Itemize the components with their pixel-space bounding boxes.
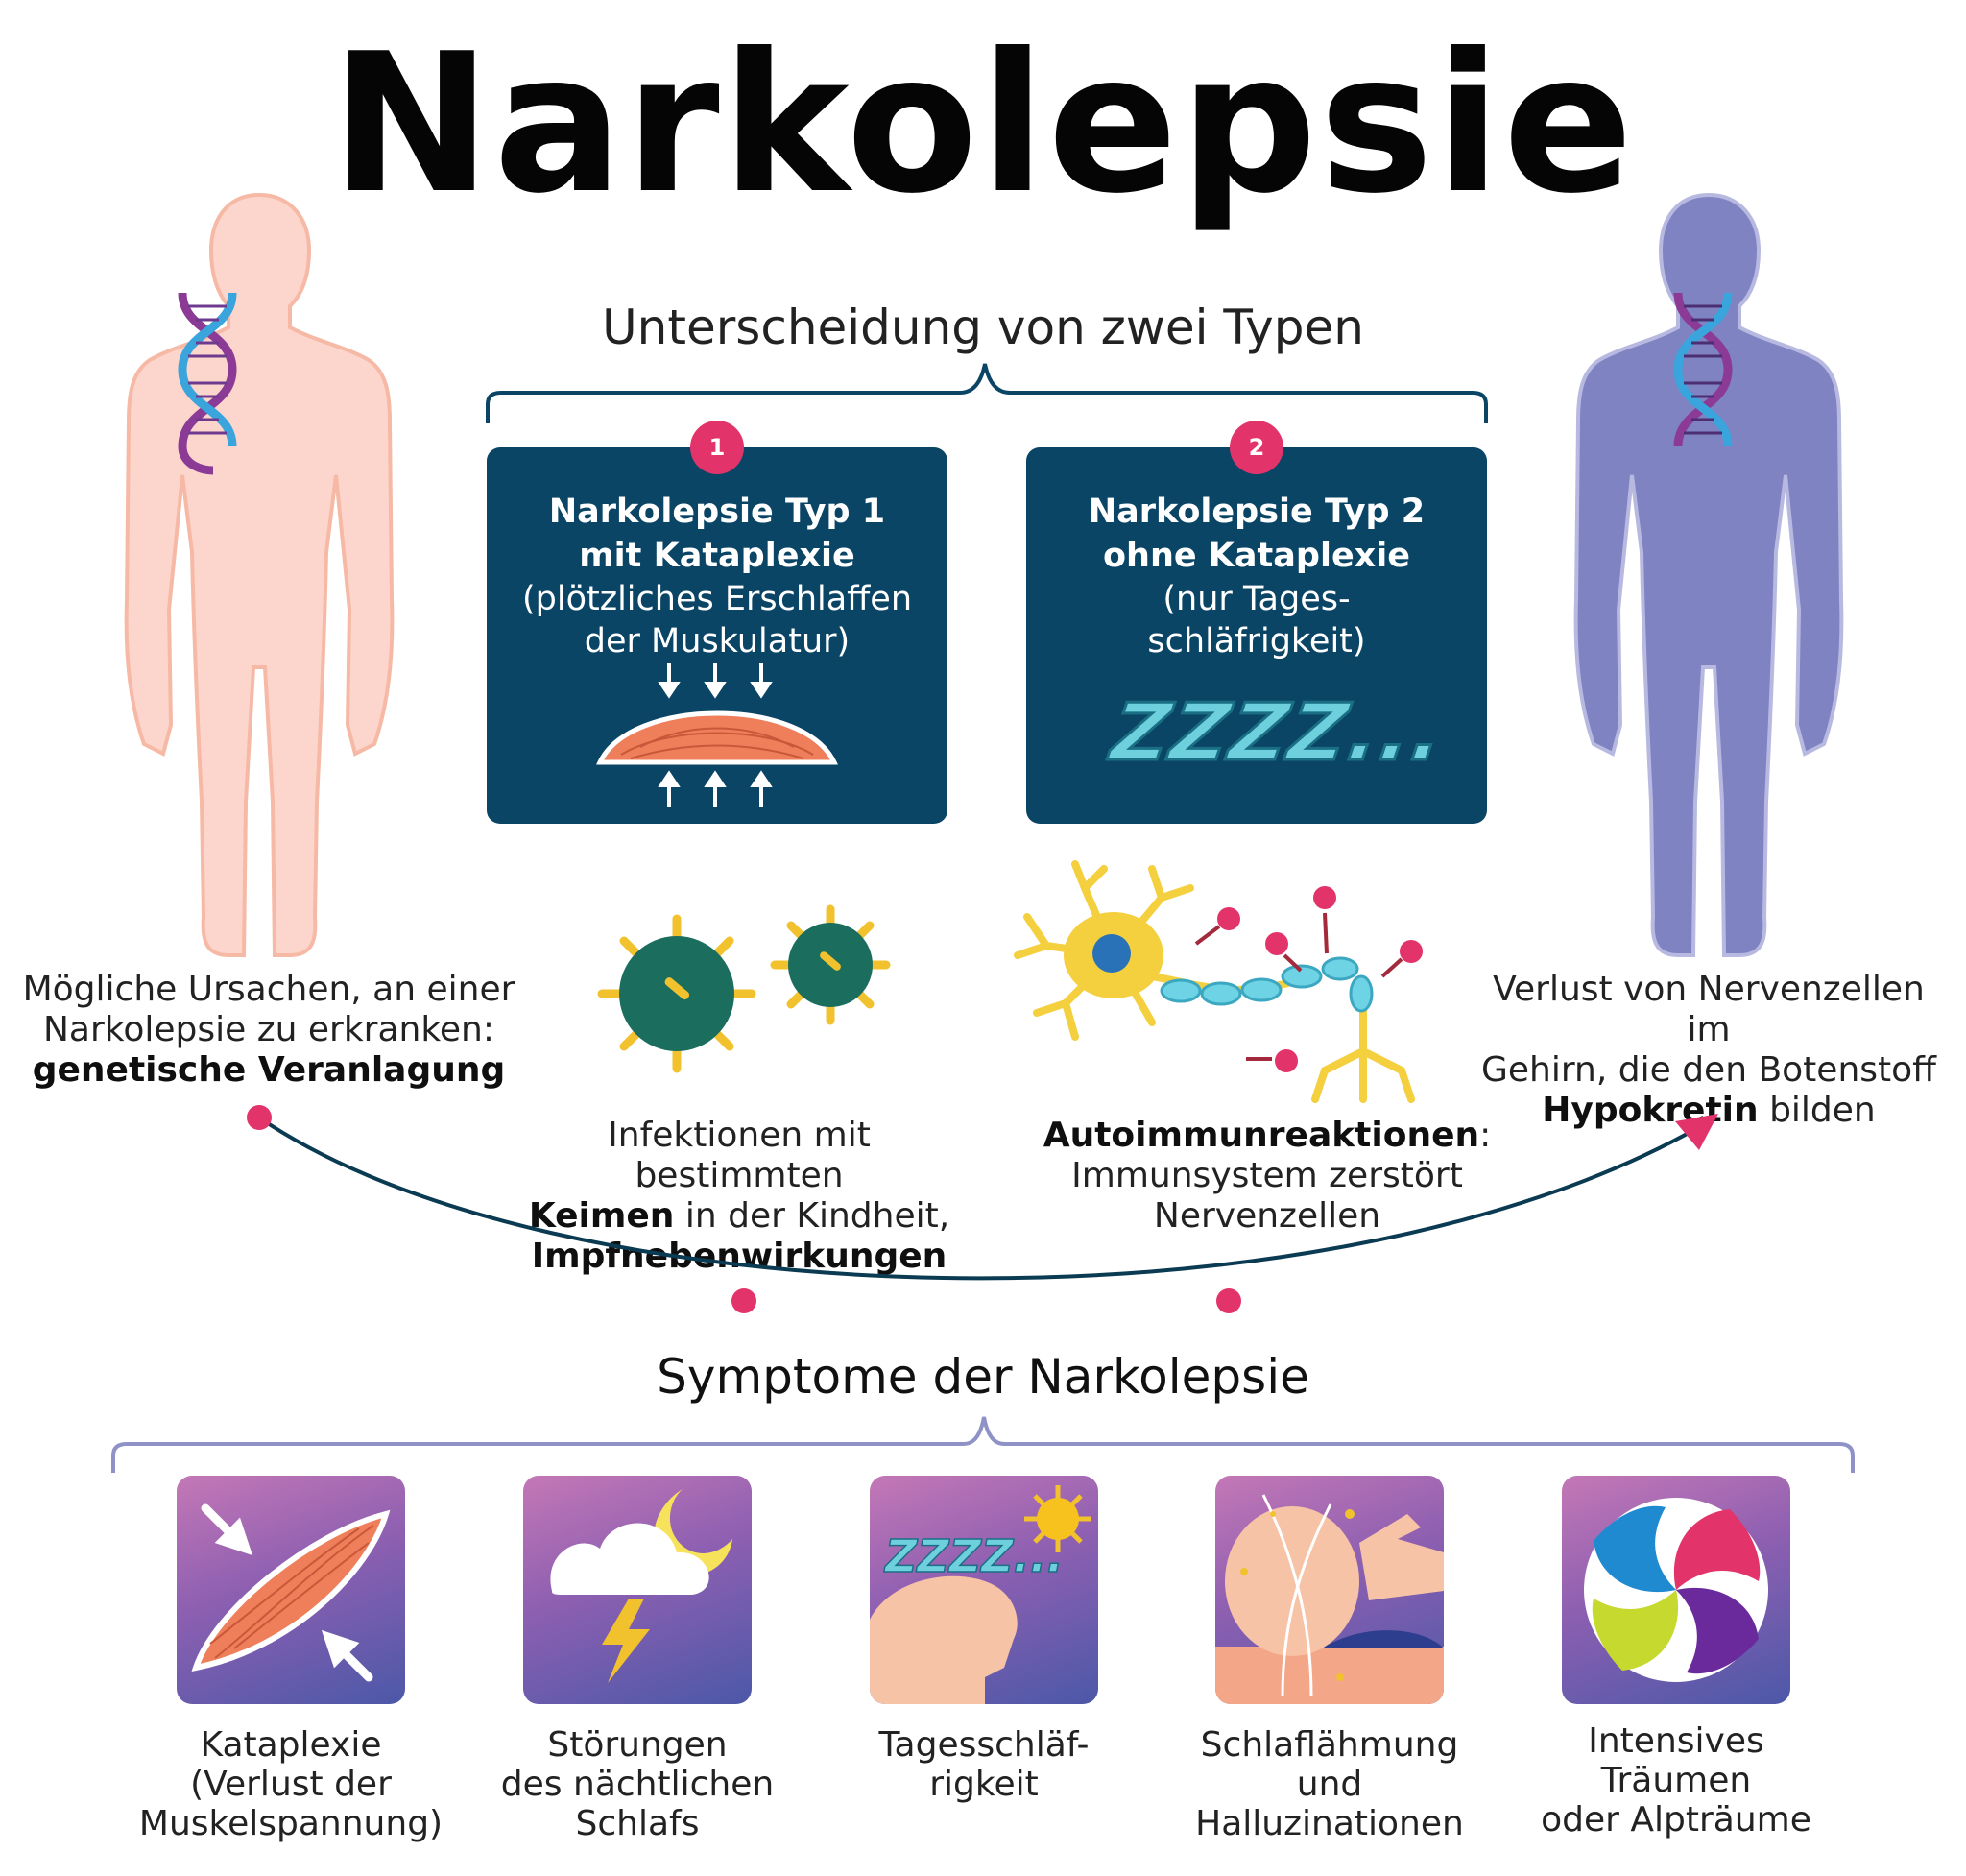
cause-infection: Infektionen mit bestimmten Keimen in der… (499, 1116, 979, 1277)
cause-loss-line1: Verlust von Nervenzellen im (1493, 970, 1925, 1049)
zzz-icon: ZZZZ... (1105, 686, 1452, 781)
tile-zzz-text: ZZZZ... (883, 1530, 1064, 1582)
neuron-icon (1014, 860, 1423, 1103)
cause-infection-bold1: Keimen (528, 1196, 675, 1236)
type1-title-line1: Narkolepsie Typ 1 (548, 493, 886, 531)
sleeping-face-icon (1215, 1494, 1444, 1704)
page-title: Narkolepsie (330, 12, 1636, 236)
cause-loss-line3: bilden (1758, 1091, 1876, 1130)
cause-infection-line2: in der Kindheit, (674, 1196, 950, 1236)
symptom-label-schlaflaehmung: Schlaflähmung und Halluzinationen (1171, 1725, 1488, 1843)
symptom-tile-tagesschlaef: ZZZZ... (870, 1476, 1098, 1704)
symptom-4-line2: und (1296, 1765, 1363, 1804)
sleepy-head-icon: ZZZZ... (870, 1485, 1091, 1704)
cloud-moon-icon (550, 1489, 732, 1683)
cause-infection-line1: Infektionen mit bestimmten (608, 1116, 871, 1195)
symptom-label-tagesschlaef: Tagesschläf- rigkeit (826, 1725, 1142, 1804)
symptom-5-line1: Intensives Träumen (1588, 1721, 1764, 1800)
type1-desc-line2: der Muskulatur) (584, 622, 851, 661)
cause-genetic: Mögliche Ursachen, an einer Narkolepsie … (19, 970, 518, 1091)
types-bracket (486, 363, 1488, 423)
relaxed-muscle-icon (596, 663, 838, 807)
cause-autoimmune: Autoimmunreaktionen: Immunsystem zerstör… (1037, 1116, 1498, 1237)
human-figure-left (124, 192, 395, 957)
type2-title-line2: ohne Kataplexie (1103, 537, 1410, 575)
type2-badge: 2 (1230, 421, 1283, 474)
type1-box: Narkolepsie Typ 1 mit Kataplexie (plötzl… (487, 447, 947, 824)
symptom-5-line2: oder Alpträume (1541, 1800, 1811, 1840)
symptoms-bracket (111, 1416, 1855, 1473)
cause-autoimmune-colon: : (1479, 1116, 1492, 1155)
type1-title-line2: mit Kataplexie (579, 537, 855, 575)
dna-icon (1673, 292, 1733, 447)
symptom-1-line1: Kataplexie (200, 1725, 382, 1765)
dream-swirl-icon (1584, 1498, 1768, 1682)
dna-icon (178, 292, 237, 475)
type1-badge: 1 (690, 421, 744, 474)
symptom-2-line1: Störungen (547, 1725, 728, 1765)
causes-arrow (247, 1105, 1718, 1313)
type2-desc-line1: (nur Tages- (1163, 580, 1351, 618)
cause-autoimmune-line3: Nervenzellen (1153, 1196, 1381, 1236)
symptom-tile-schlaflaehmung (1215, 1476, 1444, 1704)
symptom-3-line2: rigkeit (929, 1765, 1039, 1804)
symptom-1-line2: (Verlust der (190, 1765, 392, 1804)
symptom-4-line3: Halluzinationen (1195, 1804, 1464, 1843)
symptom-4-line1: Schlaflähmung (1200, 1725, 1459, 1765)
symptoms-heading: Symptome der Narkolepsie (657, 1349, 1309, 1405)
symptom-label-schlaf: Störungen des nächtlichen Schlafs (479, 1725, 796, 1843)
cause-loss-line2: Gehirn, die den Botenstoff (1481, 1050, 1936, 1090)
symptom-label-kataplexie: Kataplexie (Verlust der Muskelspannung) (132, 1725, 449, 1843)
muscle-icon (191, 1503, 391, 1682)
cause-autoimmune-line2: Immunsystem zerstört (1071, 1156, 1463, 1195)
symptom-2-line3: Schlafs (575, 1804, 700, 1843)
cause-loss: Verlust von Nervenzellen im Gehirn, die … (1469, 970, 1949, 1131)
symptom-tile-traeumen (1562, 1476, 1790, 1704)
symptom-3-line1: Tagesschläf- (878, 1725, 1090, 1765)
human-figure-right (1573, 192, 1844, 957)
cause-genetic-line1: Mögliche Ursachen, an einer (22, 970, 515, 1009)
virus-icon (597, 904, 891, 1073)
types-heading: Unterscheidung von zwei Typen (602, 300, 1364, 355)
cause-genetic-bold: genetische Veranlagung (32, 1050, 506, 1090)
type2-box: Narkolepsie Typ 2 ohne Kataplexie (nur T… (1026, 447, 1487, 824)
symptom-2-line2: des nächtlichen (500, 1765, 775, 1804)
cause-autoimmune-bold: Autoimmunreaktionen (1043, 1116, 1480, 1155)
type1-desc-line1: (plötzliches Erschlaffen (521, 580, 913, 618)
symptom-tile-kataplexie (177, 1476, 405, 1704)
symptom-tile-schlaf (523, 1476, 752, 1704)
cause-loss-bold: Hypokretin (1542, 1091, 1759, 1130)
symptom-1-line3: Muskelspannung) (138, 1804, 444, 1843)
symptom-label-traeumen: Intensives Träumen oder Alpträume (1518, 1721, 1834, 1840)
type2-title-line1: Narkolepsie Typ 2 (1088, 493, 1426, 531)
cause-genetic-line2: Narkolepsie zu erkranken: (42, 1010, 495, 1049)
type2-desc-line2: schläfrigkeit) (1147, 622, 1366, 661)
